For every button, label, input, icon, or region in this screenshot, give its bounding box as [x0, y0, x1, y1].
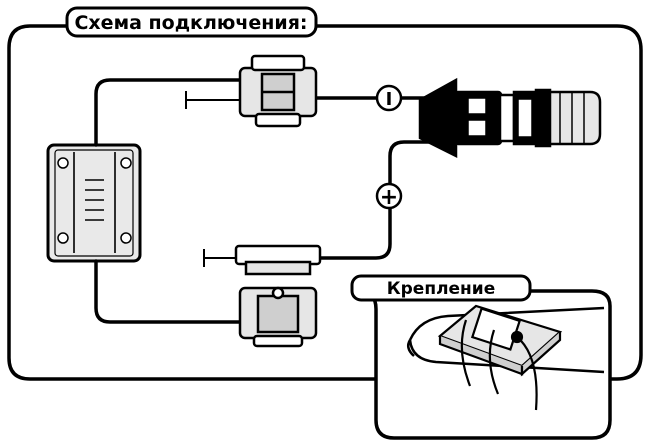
wire-plus — [314, 140, 438, 260]
mount-hole-bottom-left — [57, 232, 69, 244]
minus-marker: I — [375, 84, 403, 112]
title-badge: Схема подключения: — [65, 6, 318, 38]
mount-inset: Крепление — [350, 274, 612, 440]
mount-hole-bottom-right — [120, 232, 132, 244]
horn-cone — [418, 77, 458, 159]
horn-light — [418, 77, 602, 159]
splice-connector-top — [238, 54, 318, 128]
splice-connector-bottom — [234, 244, 322, 348]
mount-label: Крепление — [387, 279, 496, 299]
plus-marker: + — [375, 182, 403, 210]
plus-symbol: + — [380, 185, 398, 210]
handlebar-illustration — [406, 306, 605, 374]
outer-frame — [7, 24, 643, 381]
mounted-module — [437, 304, 563, 377]
mount-hole-top-left — [57, 157, 69, 169]
minus-symbol: I — [386, 89, 393, 110]
cable-ties — [460, 319, 538, 411]
mount-hole-top-right — [120, 157, 132, 169]
diagram-title: Схема подключения: — [74, 12, 307, 34]
wire-resistor-bottom — [94, 259, 242, 324]
resistor-module — [46, 143, 142, 263]
wire-resistor-top — [94, 78, 242, 147]
